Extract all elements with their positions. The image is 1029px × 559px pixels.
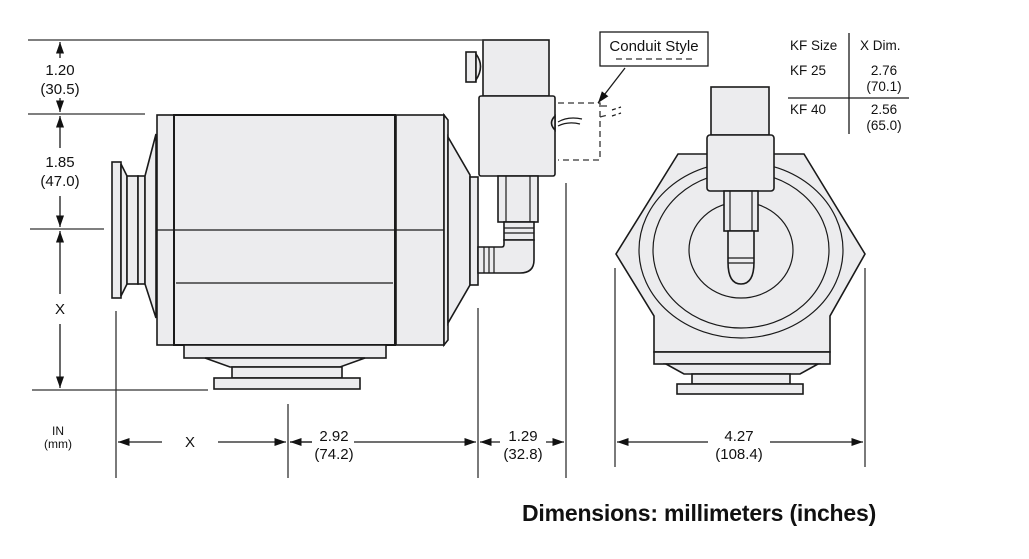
- front-view: [615, 86, 866, 395]
- dim-x-horizontal-label: X: [185, 434, 195, 451]
- table-header-kf-size: KF Size: [790, 38, 837, 53]
- dim-top-offset: 1.20 (30.5): [40, 42, 80, 112]
- dim-x-vertical: X: [55, 231, 65, 388]
- dim-connector-depth-mm: (32.8): [503, 446, 542, 463]
- side-view: [111, 39, 622, 390]
- dim-body-length: 2.92 (74.2): [290, 428, 476, 463]
- dim-body-length-in: 2.92: [319, 428, 348, 445]
- dim-front-width-in: 4.27: [724, 428, 753, 445]
- units-label-mm: (mm): [44, 437, 72, 451]
- table-cell-x-in: 2.56: [871, 102, 897, 117]
- dimensions-caption: Dimensions: millimeters (inches): [522, 500, 877, 526]
- conduit-outline: [558, 102, 622, 161]
- dim-top-offset-mm: (30.5): [40, 81, 79, 98]
- dim-top-offset-in: 1.20: [45, 62, 74, 79]
- left-kf-flange: [111, 133, 157, 319]
- kf-size-table: KF Size X Dim. KF 25 2.76 (70.1) KF 40 2…: [788, 33, 909, 134]
- dim-x-horizontal: X: [117, 434, 286, 451]
- gauge-housing: [156, 112, 479, 348]
- dim-connector-depth-in: 1.29: [508, 428, 537, 445]
- table-cell-x-mm: (65.0): [866, 118, 901, 133]
- table-cell-x-in: 2.76: [871, 63, 897, 78]
- units-label-in: IN: [52, 424, 64, 438]
- dim-flange-height-mm: (47.0): [40, 173, 79, 190]
- extension-lines: [28, 39, 866, 478]
- table-cell-size: KF 40: [790, 102, 826, 117]
- dim-front-width: 4.27 (108.4): [617, 428, 863, 463]
- dim-front-width-mm: (108.4): [715, 446, 763, 463]
- dim-flange-height-in: 1.85: [45, 154, 74, 171]
- dim-body-length-mm: (74.2): [314, 446, 353, 463]
- table-header-x-dim: X Dim.: [860, 38, 901, 53]
- table-cell-size: KF 25: [790, 63, 826, 78]
- dim-flange-height: 1.85 (47.0): [40, 116, 80, 227]
- dim-x-vertical-label: X: [55, 301, 65, 318]
- dim-connector-depth: 1.29 (32.8): [480, 428, 564, 463]
- table-cell-x-mm: (70.1): [866, 79, 901, 94]
- bottom-kf-flange: [183, 344, 387, 390]
- conduit-callout: Conduit Style: [597, 31, 709, 104]
- conduit-style-label: Conduit Style: [609, 38, 698, 55]
- connector-head: [465, 39, 583, 274]
